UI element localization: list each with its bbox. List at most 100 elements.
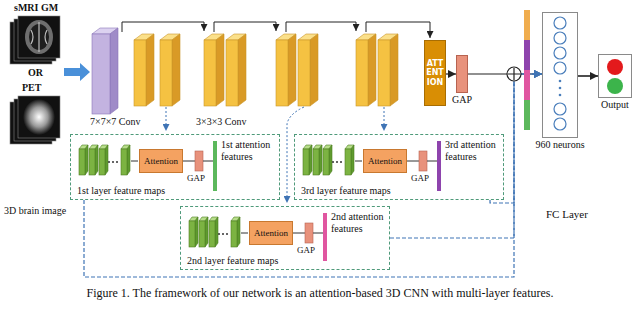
ellipsis-dot	[332, 161, 334, 163]
feature-map	[351, 145, 354, 175]
neuron	[554, 17, 566, 29]
layer-caption: 960 neurons	[535, 139, 584, 150]
flow-line	[407, 161, 419, 162]
gap-block	[419, 151, 427, 171]
neuron-column	[543, 13, 577, 137]
layer-caption: 1st layer feature maps	[77, 185, 165, 196]
feature-group: 3rd layer feature maps GAP 3rd attention f…	[294, 134, 504, 200]
feature-caption: 3rd attention features	[445, 139, 503, 162]
feature-map	[85, 145, 88, 175]
layer-label: 3×3×3 Conv	[196, 116, 246, 127]
ellipsis-dot	[336, 161, 338, 163]
flow-line	[131, 161, 138, 162]
feature-map	[199, 221, 205, 247]
output-unit	[607, 78, 623, 94]
concatenated-features	[524, 10, 530, 130]
gap-label: GAP	[452, 94, 472, 105]
output-units	[599, 55, 631, 97]
attention-box: Attention	[363, 149, 407, 173]
gap-label: GAP	[187, 173, 205, 183]
skip-connections	[122, 22, 430, 38]
neuron	[554, 47, 566, 59]
feature-map	[303, 149, 309, 175]
feature-caption: 1st attention features	[221, 139, 279, 162]
gap-block: GAP	[456, 55, 468, 93]
feature-map	[105, 145, 108, 175]
conv-block	[92, 28, 118, 114]
attention-box: Attention	[139, 149, 183, 173]
ellipsis-dot	[340, 161, 342, 163]
feature-map	[209, 221, 215, 247]
feature-map	[323, 149, 329, 175]
attention-feature-bar	[323, 213, 327, 261]
gap-label: GAP	[297, 245, 315, 255]
attention-block: ATTENTION	[424, 40, 446, 106]
feature-map	[329, 145, 332, 175]
feature-group: 1st layer feature maps GAP 1st attention f…	[70, 134, 280, 200]
flow-line	[355, 161, 362, 162]
flow-line	[293, 233, 305, 234]
ellipsis-dot	[108, 161, 110, 163]
connector	[578, 75, 598, 77]
neuron	[554, 32, 566, 44]
feature-map	[345, 149, 351, 175]
connector	[84, 74, 542, 277]
or-label: OR	[28, 67, 43, 78]
attention-box: Attention	[249, 221, 293, 245]
figure-caption: Figure 1. The framework of our network i…	[0, 286, 640, 301]
ellipsis-dot	[218, 233, 220, 235]
feature-map	[95, 145, 98, 175]
block-label: Attention	[368, 156, 402, 166]
flow-line	[183, 161, 195, 162]
feature-map	[121, 149, 127, 175]
flow-line	[313, 233, 323, 234]
neuron	[554, 62, 566, 74]
flow-line	[427, 161, 437, 162]
ellipsis-dot	[559, 94, 562, 97]
modality-label: sMRI GM	[14, 2, 58, 13]
neuron	[554, 103, 566, 115]
gap-label: GAP	[411, 173, 429, 183]
sum-symbol	[507, 67, 521, 81]
layer-caption: 2nd layer feature maps	[187, 255, 278, 266]
neuron	[554, 118, 566, 130]
conv-blocks	[134, 34, 398, 106]
feature-map	[319, 145, 322, 175]
feature-map	[127, 145, 130, 175]
feature-group: 2nd layer feature mapsGAP2nd attention f…	[180, 206, 390, 270]
block-label: Attention	[254, 228, 288, 238]
input-label: 3D brain image	[4, 205, 66, 216]
feature-map	[79, 149, 85, 175]
ellipsis-dot	[112, 161, 114, 163]
ellipsis-dot	[559, 87, 562, 90]
fc-layer: 960 neurons	[542, 12, 578, 138]
feature-map	[215, 217, 218, 247]
ellipsis-dot	[226, 233, 228, 235]
layer-label: 7×7×7 Conv	[90, 116, 140, 127]
modality-label: PET	[22, 82, 41, 93]
attention-feature-bar	[213, 141, 217, 191]
layer-label: FC Layer	[546, 208, 588, 220]
feature-map	[205, 217, 208, 247]
ellipsis-dot	[559, 80, 562, 83]
layer-caption: 3rd layer feature maps	[301, 185, 391, 196]
feature-map	[89, 149, 95, 175]
input-arrow	[64, 63, 90, 81]
feature-map	[189, 221, 195, 247]
output-unit	[607, 59, 623, 75]
connector	[390, 74, 542, 238]
feature-map	[195, 217, 198, 247]
gap-block	[195, 151, 203, 171]
feature-map	[313, 149, 319, 175]
feature-map	[237, 217, 240, 247]
connector	[446, 73, 456, 74]
pet-image	[10, 96, 60, 144]
feature-map	[231, 221, 237, 247]
ellipsis-dot	[222, 233, 224, 235]
smri-image	[10, 16, 60, 64]
gap-block	[305, 223, 313, 243]
output-box: Output	[598, 54, 632, 98]
connector	[490, 74, 542, 203]
output-label: Output	[601, 99, 629, 110]
